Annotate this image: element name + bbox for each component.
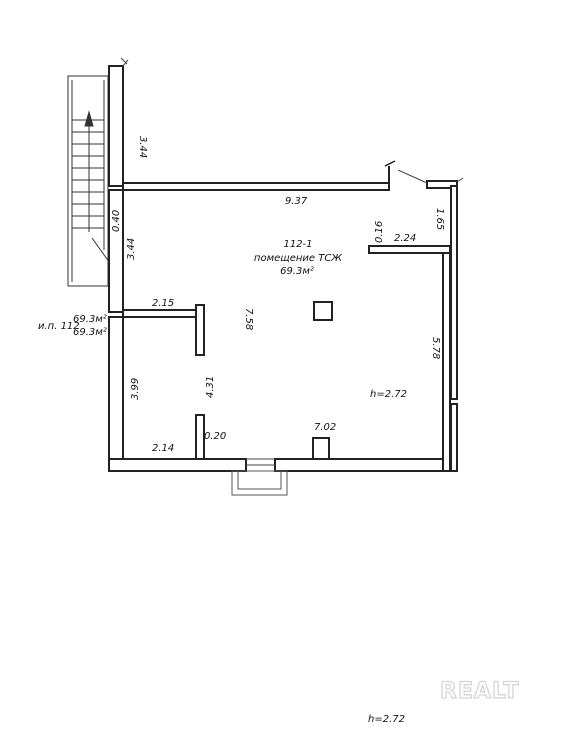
left-wall-upper: [108, 189, 124, 313]
dim-top-wall: 9.37: [285, 196, 308, 207]
dim-left-gap: 0.40: [111, 210, 122, 232]
unit-label: и.п. 112: [38, 321, 80, 332]
stair-wall: [108, 65, 124, 187]
dim-partition-height: 4.31: [205, 376, 216, 398]
center-column: [313, 301, 333, 321]
dim-partition-top: 2.15: [152, 298, 174, 309]
right-wall: [442, 247, 451, 472]
partition-vertical-lower: [195, 414, 205, 464]
staircase: [67, 75, 113, 287]
ceiling-height: h=2.72: [370, 389, 407, 400]
footer-height: h=2.72: [368, 714, 405, 725]
room-number: 112-1: [283, 239, 312, 250]
dim-room-depth: 7.58: [243, 308, 254, 330]
room-name: помещение ТСЖ: [254, 253, 343, 264]
porch-outer: [231, 470, 288, 496]
bottom-wall-right: [274, 458, 451, 472]
left-wall-lower: [108, 316, 124, 470]
outer-right-wall: [450, 185, 458, 400]
staircase-outline: [67, 75, 109, 287]
watermark-logo: REALT: [440, 679, 519, 704]
unit-area-2: 69.3м²: [73, 327, 107, 338]
detail-lines: [120, 57, 464, 472]
dim-left-lower: 3.99: [130, 378, 141, 400]
dim-right-upper: 1.65: [434, 208, 445, 230]
dim-bottom-wall: 7.02: [314, 422, 336, 433]
dim-stair-wall: 3.44: [137, 136, 148, 158]
partition-top: [122, 309, 204, 318]
bottom-pillar: [312, 437, 330, 460]
unit-area-1: 69.3м²: [73, 314, 107, 325]
dim-right-lower: 5.78: [430, 337, 441, 359]
dim-niche-depth: 0.16: [374, 221, 385, 243]
walls: [108, 65, 458, 472]
entrance-porch: [231, 470, 288, 496]
dim-partition-bottom: 2.14: [152, 443, 174, 454]
partition-vertical-upper: [195, 304, 205, 356]
top-wall: [122, 182, 390, 191]
room-area: 69.3м²: [280, 266, 314, 277]
dim-left-upper: 3.44: [126, 238, 137, 260]
bottom-wall-left: [108, 458, 247, 472]
dim-niche-width: 2.24: [394, 233, 416, 244]
outer-right-wall-lower: [450, 403, 458, 472]
upper-right-wall: [426, 180, 458, 189]
dim-door-gap: 0.20: [204, 431, 226, 442]
niche-wall: [368, 245, 451, 254]
up-arrow-icon: [84, 110, 94, 127]
porch-inner: [237, 470, 282, 490]
